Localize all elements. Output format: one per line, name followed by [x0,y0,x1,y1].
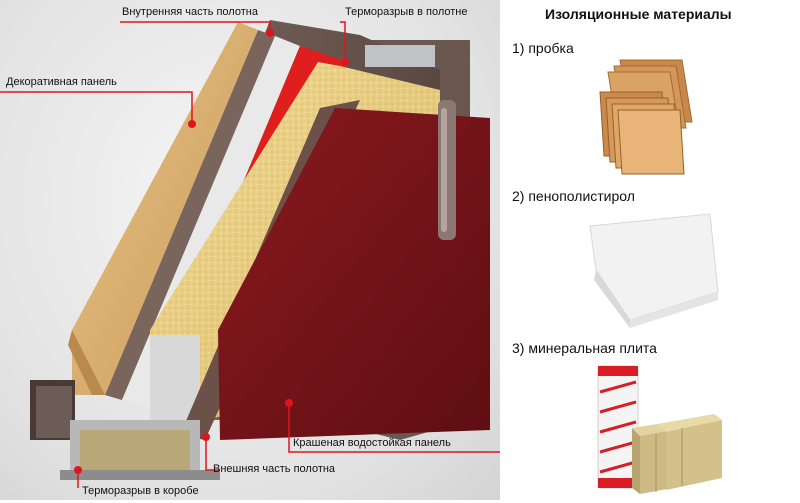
material-label-cork: 1) пробка [512,40,574,56]
callout-dot [341,58,349,66]
polystyrene-side [594,270,630,328]
label-inner-part: Внутренняя часть полотна [122,6,258,18]
callout-dot [188,120,196,128]
frame-profile-front [36,386,72,438]
label-thermal-break-leaf: Терморазрыв в полотне [345,6,468,18]
callout-dot [202,433,210,441]
decorative-panel-edge [68,330,105,395]
cork-sheets-icon [592,52,712,187]
painted-outer-panel [218,108,490,440]
label-outer-part: Внешняя часть полотна [213,463,336,475]
callout-line-painted-panel [288,403,500,453]
frame-seal [365,45,435,67]
callout-line-thermal-break-leaf [340,21,346,62]
mineral-wool-icon [592,362,732,503]
callout-dot [285,399,293,407]
label-thermal-break-frame: Терморазрыв в коробе [82,485,199,497]
callout-line-decorative-panel [0,91,193,124]
material-label-polystyrene: 2) пенополистирол [512,188,635,204]
mineral-wool-package [597,365,639,489]
inner-leaf-sheet [105,30,275,400]
label-painted-panel: Крашеная водостойкая панель [293,437,451,449]
callout-dot [74,466,82,474]
label-decorative-panel: Декоративная панель [6,76,117,88]
insulation-materials-panel: Изоляционные материалы 1) пробка 2) пено… [500,0,800,500]
frame-floor-strip [60,470,220,480]
material-label-mineral-wool: 3) минеральная плита [512,340,657,356]
callout-line-outer-part [205,437,220,471]
foam-lower-block [150,335,200,420]
frame-mineral-fill [80,430,190,470]
cork-sheet-stack-front [599,91,685,175]
callout-dot [266,29,274,37]
door-cutaway-illustration [0,20,500,488]
mineral-wool-slabs [632,414,722,494]
polystyrene-block-icon [580,208,720,333]
callout-dots [74,29,349,474]
decorative-panel [72,22,258,395]
hinge-highlight [441,108,447,232]
polystyrene-front [630,292,718,328]
panel-title: Изоляционные материалы [545,6,732,22]
door-cutaway-diagram: Внутренняя часть полотна Терморазрыв в п… [0,0,500,500]
